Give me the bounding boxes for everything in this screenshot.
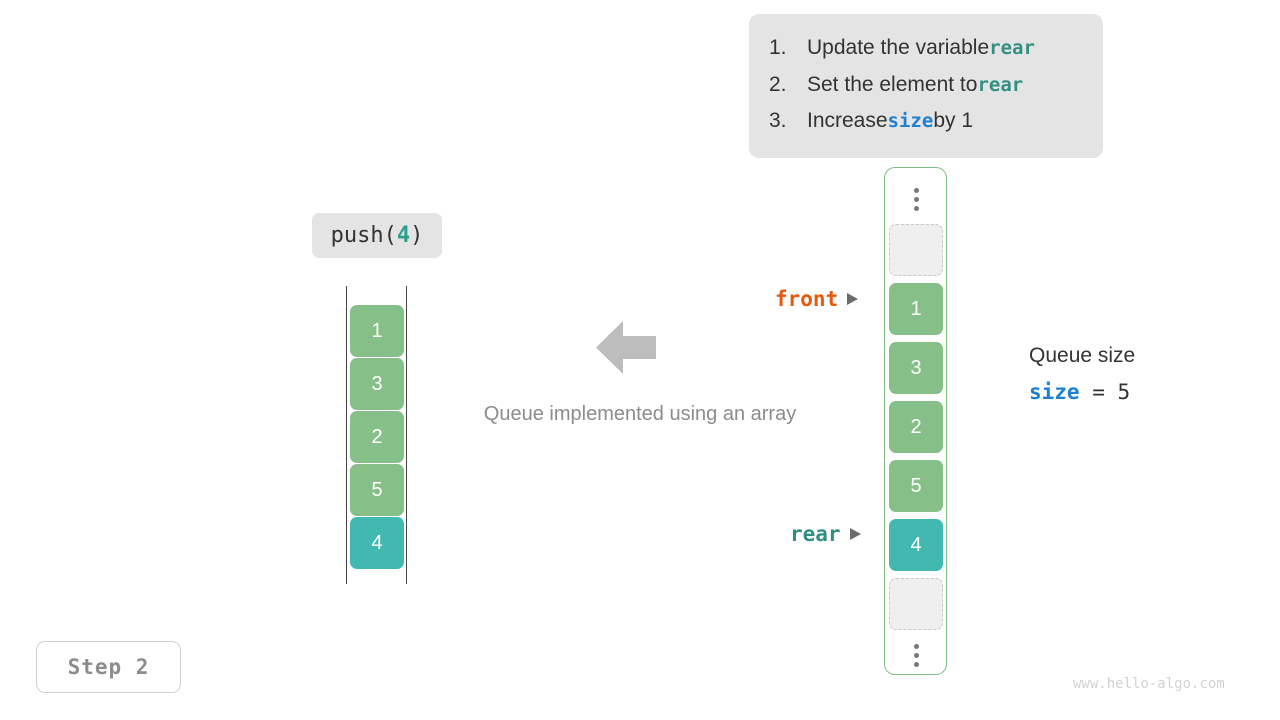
operation-close-paren: ) bbox=[410, 223, 424, 248]
arrow-left-icon bbox=[596, 320, 656, 375]
array-cell: 3 bbox=[889, 342, 943, 394]
abstract-queue: 1 3 2 5 4 bbox=[346, 286, 408, 584]
queue-cell: 2 bbox=[350, 411, 404, 463]
instruction-text: Increase bbox=[807, 109, 888, 132]
vertical-ellipsis-icon-bottom bbox=[889, 637, 943, 673]
instruction-item-1: 1. Update the variable rear bbox=[769, 30, 1083, 67]
instruction-code-token: size bbox=[887, 110, 934, 132]
array-cell-new: 4 bbox=[889, 519, 943, 571]
instruction-text: Update the variable bbox=[807, 36, 990, 59]
queue-cell: 1 bbox=[350, 305, 404, 357]
instruction-box: 1. Update the variable rear 2. Set the e… bbox=[749, 14, 1103, 158]
abstract-queue-cells: 1 3 2 5 4 bbox=[350, 305, 404, 569]
concrete-array-cells: 1 3 2 5 4 bbox=[889, 181, 943, 673]
queue-rail-left bbox=[346, 286, 347, 584]
diagram-caption: Queue implemented using an array bbox=[483, 403, 797, 425]
vertical-ellipsis-icon-top bbox=[889, 181, 943, 217]
queue-rail-right bbox=[406, 286, 407, 584]
instruction-number: 3. bbox=[769, 109, 787, 132]
operation-name: push( bbox=[330, 223, 397, 248]
front-pointer-label: front bbox=[775, 287, 839, 311]
array-cell: 1 bbox=[889, 283, 943, 335]
arrow-right-icon bbox=[847, 293, 859, 305]
instruction-item-3: 3. Increase size by 1 bbox=[769, 103, 1083, 140]
array-cell: 2 bbox=[889, 401, 943, 453]
array-cell-empty bbox=[889, 224, 943, 276]
queue-cell-new: 4 bbox=[350, 517, 404, 569]
instruction-code-token: rear bbox=[989, 37, 1035, 59]
concrete-array-container: 1 3 2 5 4 bbox=[884, 167, 947, 675]
queue-cell: 3 bbox=[350, 358, 404, 410]
operation-argument: 4 bbox=[396, 223, 411, 248]
step-badge: Step 2 bbox=[36, 641, 181, 693]
arrow-right-icon bbox=[849, 528, 861, 540]
instruction-code-token: rear bbox=[977, 73, 1024, 96]
array-cell: 5 bbox=[889, 460, 943, 512]
instruction-text: Set the element to bbox=[807, 72, 978, 96]
operation-chip: push(4) bbox=[312, 213, 442, 258]
instruction-text-post: by 1 bbox=[933, 109, 974, 132]
queue-size-expression: size = 5 bbox=[1029, 380, 1130, 404]
rear-pointer-label: rear bbox=[790, 522, 841, 546]
size-value: 5 bbox=[1117, 380, 1131, 404]
rear-pointer: rear bbox=[790, 522, 861, 546]
size-variable-name: size bbox=[1029, 380, 1080, 404]
instruction-item-2: 2. Set the element to rear bbox=[769, 67, 1083, 104]
instruction-list: 1. Update the variable rear 2. Set the e… bbox=[769, 30, 1083, 140]
front-pointer: front bbox=[775, 287, 859, 311]
watermark: www.hello-algo.com bbox=[1073, 676, 1225, 692]
array-cell-empty bbox=[889, 578, 943, 630]
instruction-number: 1. bbox=[769, 36, 787, 59]
instruction-number: 2. bbox=[769, 72, 787, 96]
queue-size-title: Queue size bbox=[1029, 344, 1136, 367]
size-operator: = bbox=[1079, 380, 1118, 404]
queue-cell: 5 bbox=[350, 464, 404, 516]
